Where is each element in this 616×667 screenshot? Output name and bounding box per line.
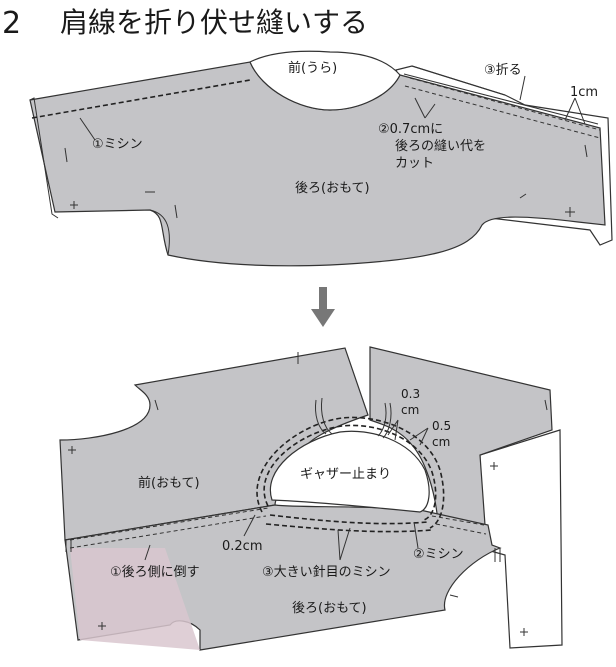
neck-stitch-outer [263,424,437,521]
label-05: 0.5 [432,419,451,433]
stitch-line-right-2 [409,77,601,131]
thread-tails-left [315,397,333,435]
label-trim-3: カット [395,156,434,171]
leader-machine [413,521,419,549]
label-03: 0.3 [401,387,420,401]
step-title: 肩線を折り伏せ縫いする [60,6,368,39]
leader-fold-back [144,544,151,561]
leader-1cm [564,97,586,125]
label-front-wrong: 前(うら) [288,60,337,76]
shoulder-stitch-right-2 [435,523,487,535]
label-gather-stop: ギャザー止まり [300,467,391,482]
notch-plus-left [70,201,78,209]
label-fold-back: ①後ろ側に倒す [110,565,200,580]
thread-tails-right [377,402,392,439]
fold-marks-right [494,548,501,562]
fold-marks-left [65,540,72,552]
neck-stitch-bottom-2 [265,523,433,533]
left-edge [29,97,59,219]
leader-05 [409,427,429,446]
label-machine-bottom: ②ミシン [413,547,464,562]
label-1cm: 1cm [570,85,598,100]
label-03-unit: cm [401,403,419,417]
label-back-right-bottom: 後ろ(おもて) [292,601,367,616]
leader-02 [243,514,256,537]
fold-edge [411,65,506,96]
label-machine-stitch: ①ミシン [92,137,143,152]
shoulder-seam-edge [403,73,599,125]
shoulder-stitch-left [69,507,269,541]
armhole-left [149,209,170,256]
notch-plus-bl [68,446,76,454]
label-fold: ③折る [484,63,522,78]
notch-plus-right-upper [490,462,498,470]
leader-trim [414,97,436,119]
label-front-right: 前(おもて) [138,475,200,491]
neck-stitch-bottom [269,514,429,525]
label-trim-2: 後ろの縫い代を [395,139,486,154]
down-arrow [311,287,335,327]
shoulder-stitch-right [431,515,485,526]
leader-fold [519,75,526,101]
top-diagram: 前(うら) ③折る 1cm ①ミシン ②0.7cmに 後ろの縫い代を カット 後… [29,50,613,267]
label-05-unit: cm [432,435,450,449]
leader-machine [79,117,96,141]
notch-plus-right-lower [520,628,528,636]
step-number: 2 [2,6,21,41]
notch-plus-bottom [98,622,106,630]
shoulder-stitch-left-2 [69,515,267,549]
tick-marks-bottom [154,352,548,598]
notch-plus-right [565,207,575,217]
stitch-line-right [404,85,601,139]
neck-opening [269,430,430,513]
tick-marks [64,144,588,219]
neck-stitch-outer-2 [256,416,445,529]
sleeve-panel-right [479,429,563,649]
leader-03 [387,419,399,441]
bottom-diagram: 0.3 cm 0.5 cm ギャザー止まり 前(おもて) 0.2cm ①後ろ側に… [59,346,563,651]
front-wrong-side [249,50,401,111]
label-02: 0.2cm [222,539,263,554]
stitch-line-left [31,79,251,119]
label-back-right-top: 後ろ(おもて) [295,181,370,196]
label-large-stitch: ③大きい針目のミシン [262,565,391,580]
label-trim-1: ②0.7cmに [378,122,443,137]
leader-large-stitch [337,527,351,561]
